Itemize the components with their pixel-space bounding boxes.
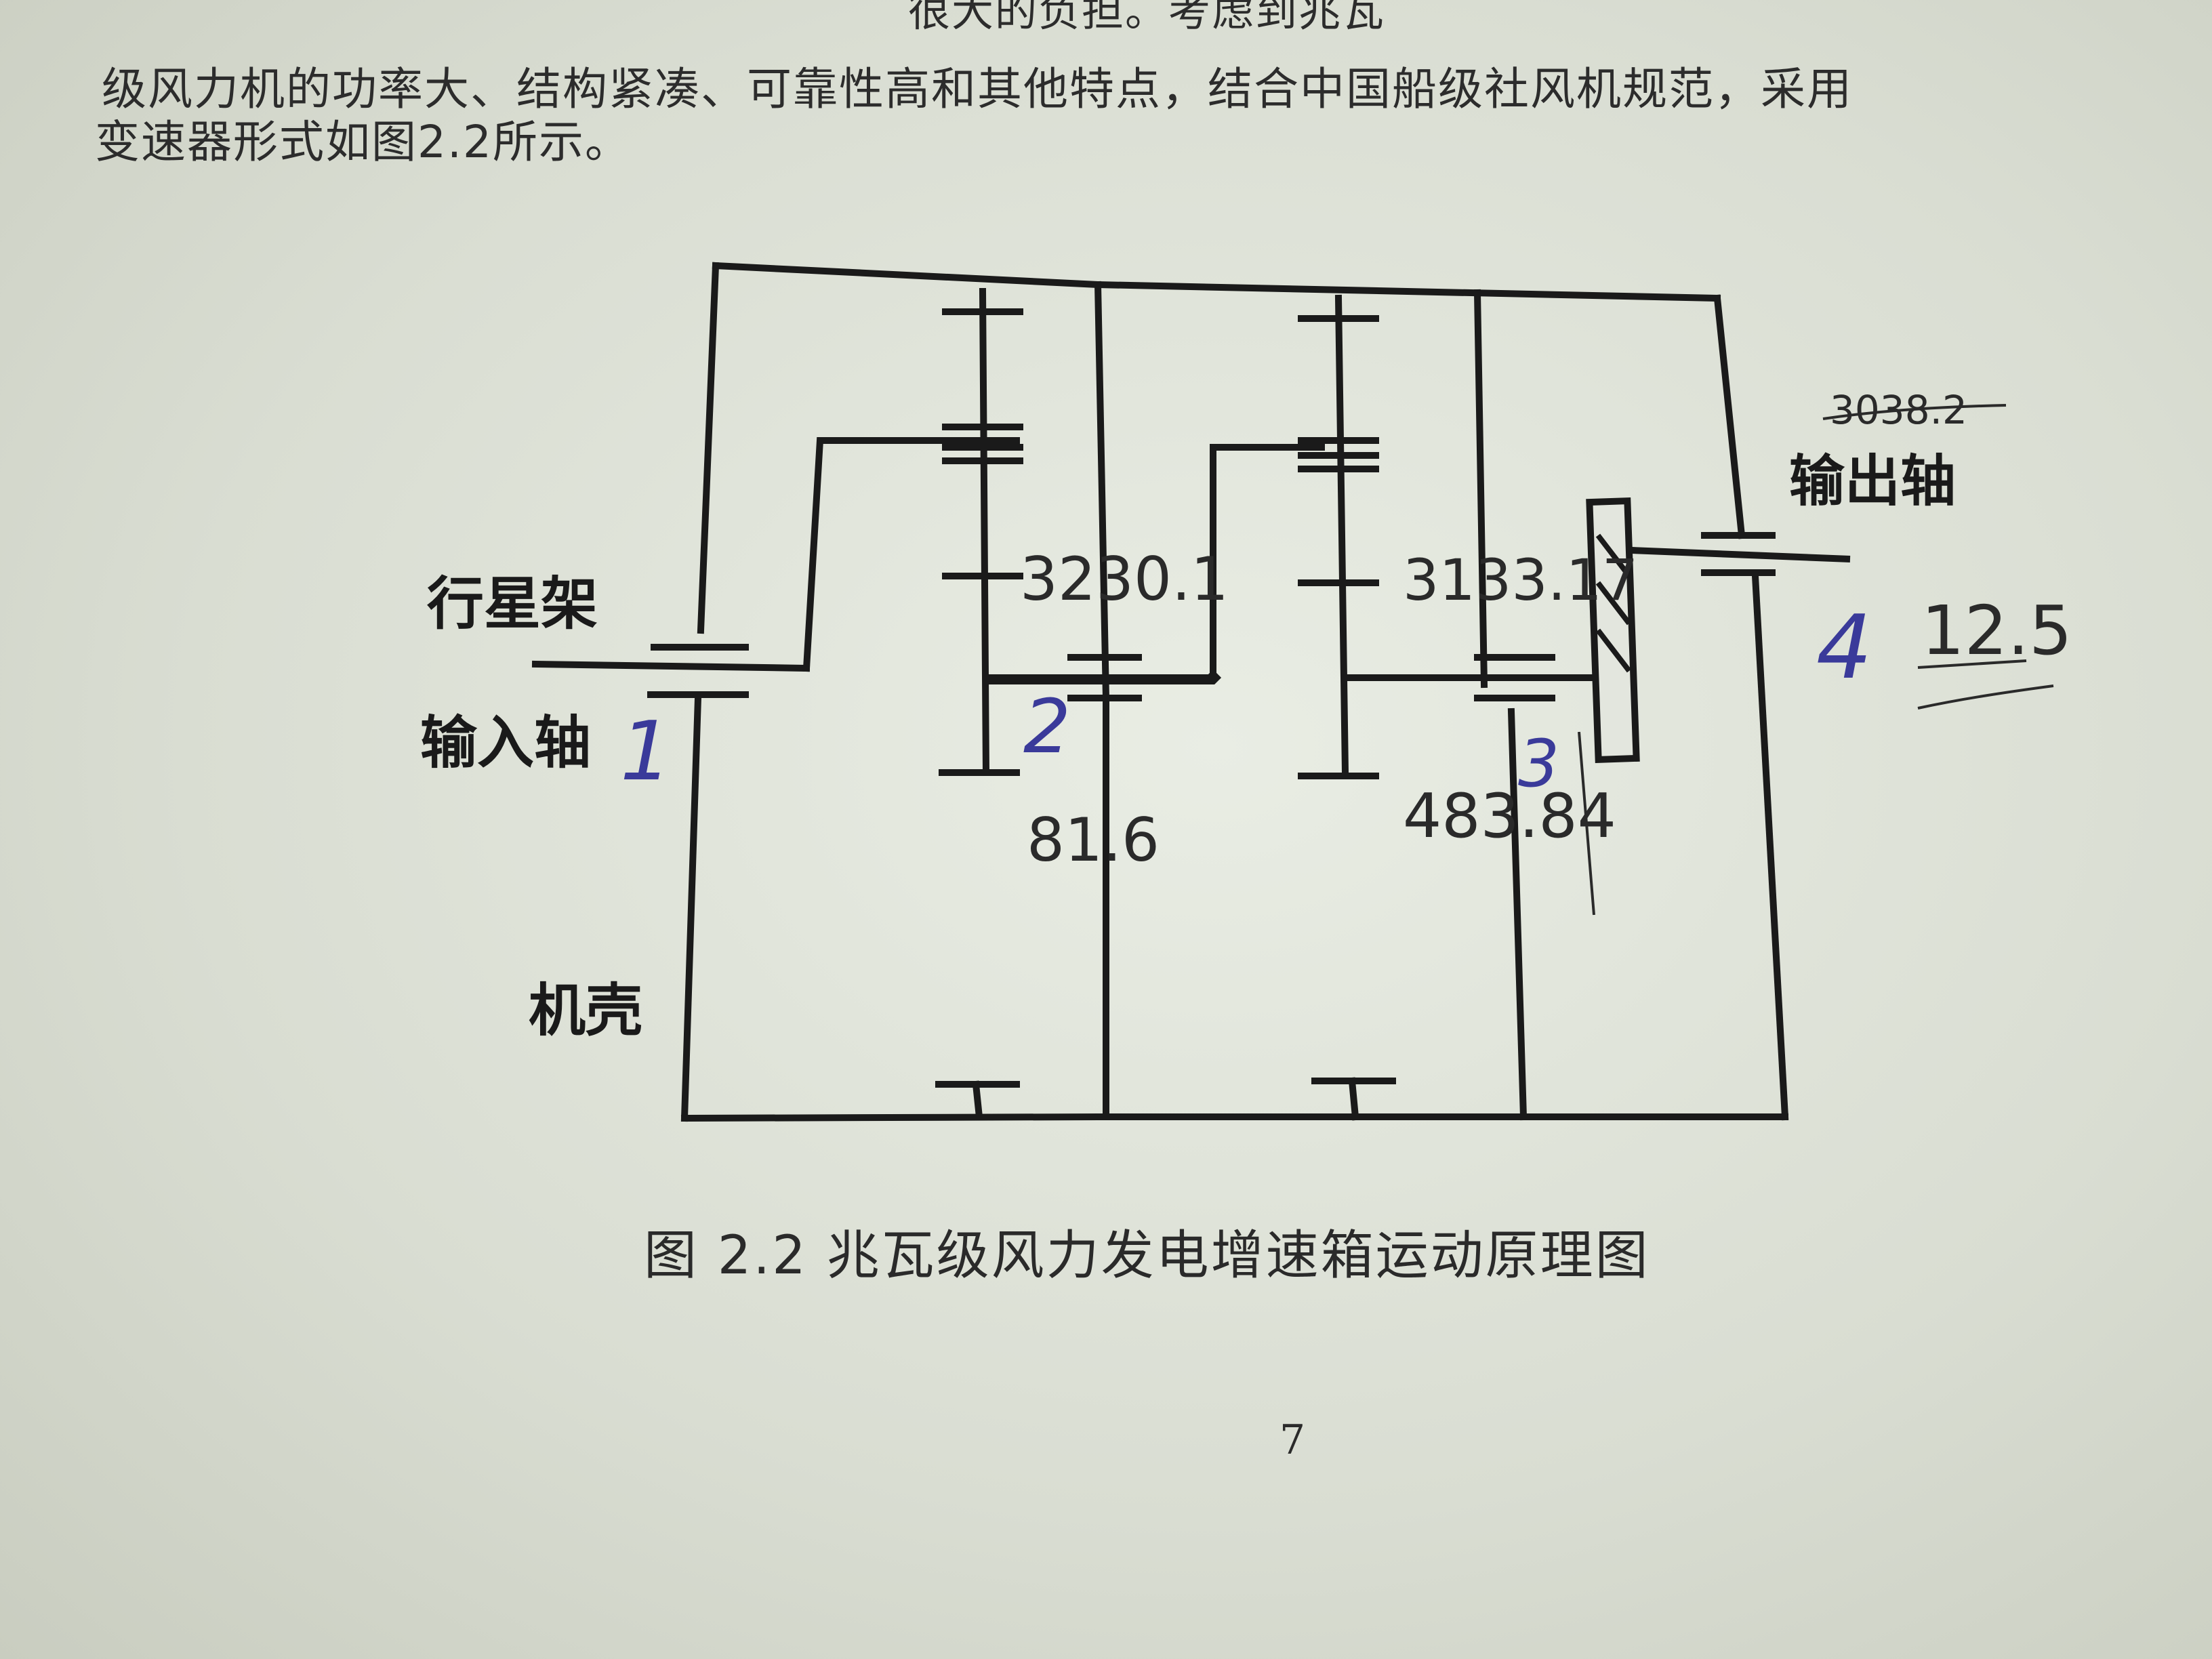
bottom-bearing-2 <box>1311 1077 1396 1121</box>
hand-value-3230: 3230.1 <box>1020 544 1229 614</box>
housing-bottom <box>680 1113 1788 1122</box>
stage2-separator-lower <box>1507 708 1528 1121</box>
housing-left-upper <box>697 262 720 634</box>
hand-stage-3: 3 <box>1518 726 1559 802</box>
label-planet-carrier: 行星架 <box>427 571 598 637</box>
label-housing: 机壳 <box>529 977 642 1044</box>
hand-value-3133: 3133.17 <box>1403 547 1638 613</box>
body-text-line-2: 级风力机的功率大、结构紧凑、可靠性高和其他特点，结合中国船级社风机规范，采用 <box>102 63 1853 115</box>
planet2-shaft <box>1334 294 1349 777</box>
body-text-line-1: 很大的负担。考虑到兆瓦 <box>908 0 1385 38</box>
carrier-arm-1 <box>802 437 952 672</box>
hand-value-483: 483.84 <box>1403 781 1616 852</box>
hand-stage-4: 4 <box>1816 596 1872 699</box>
page-number: 7 <box>1279 1416 1306 1464</box>
output-shaft <box>1631 547 1851 562</box>
pencil-tail <box>1578 731 1595 916</box>
parallel-gear <box>1586 497 1640 764</box>
hand-value-81: 81.6 <box>1027 805 1160 875</box>
housing-right-upper <box>1713 294 1746 539</box>
planet1-shaft <box>979 287 990 777</box>
label-output-shaft: 输出轴 <box>1789 449 1956 514</box>
input-shaft <box>531 660 811 672</box>
pencil-strike-output <box>1822 404 2007 420</box>
hand-stage-2: 2 <box>1023 683 1071 770</box>
stage2-separator <box>1473 289 1488 689</box>
bottom-bearing-1 <box>935 1080 1020 1121</box>
housing-left-lower <box>680 694 702 1122</box>
body-text-fragment: 很大的负担。考虑到兆瓦 <box>908 0 1386 36</box>
body-text-line-3: 变速器形式如图2.2所示。 <box>95 116 631 168</box>
figure-caption: 图 2.2 兆瓦级风力发电增速箱运动原理图 <box>644 1225 1650 1286</box>
housing-top-left <box>712 262 1721 302</box>
pencil-underline-output-2 <box>1917 659 2027 669</box>
label-input-shaft: 输入轴 <box>420 710 591 776</box>
hand-value-3038-crossed: 3038.2 <box>1830 387 1967 433</box>
hand-stage-1: 1 <box>620 705 672 799</box>
pencil-underline-output <box>1917 684 2054 710</box>
hand-value-12-5: 12.5 <box>1921 591 2072 670</box>
housing-right-lower <box>1751 572 1789 1121</box>
stage1-separator <box>1094 281 1110 702</box>
